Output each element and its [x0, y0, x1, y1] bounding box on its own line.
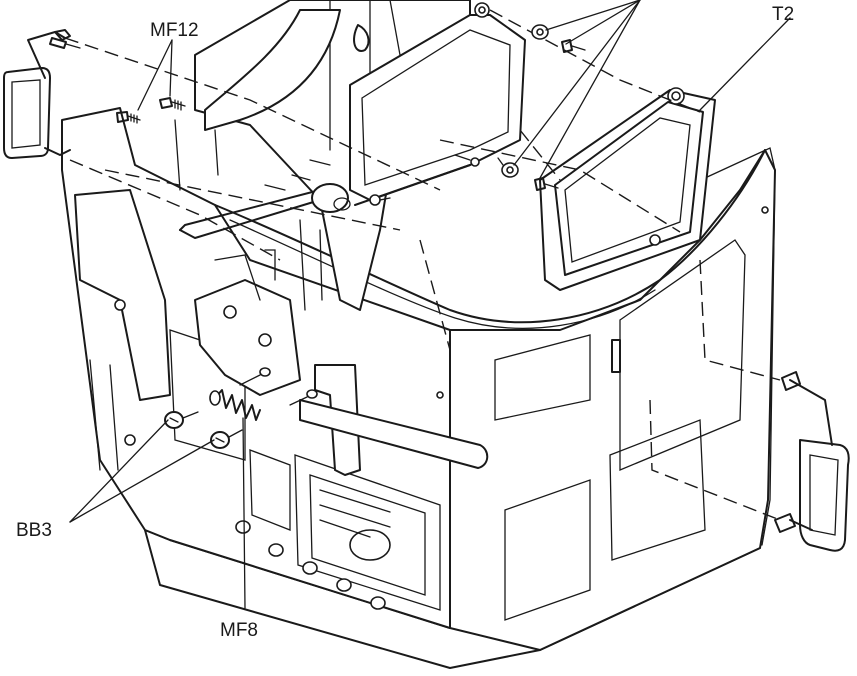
right-mirror-glass	[799, 439, 850, 552]
mf12-screw-2	[159, 97, 186, 111]
cross-bar	[299, 399, 489, 469]
label-mf8: MF8	[220, 620, 258, 641]
lever-assembly	[194, 249, 489, 476]
bb3-screw-2	[210, 429, 243, 449]
bolt-hole	[114, 299, 126, 311]
mf8-spring	[209, 389, 261, 421]
rivet	[436, 391, 444, 399]
part-labels: MF12 T2 BB3 MF8	[16, 4, 794, 641]
rear-window-right	[539, 87, 716, 291]
bolt-hole	[124, 434, 136, 446]
right-mirror	[774, 371, 850, 552]
lever-plate	[194, 279, 301, 396]
mid-nut-2	[534, 177, 559, 191]
panel-round-hole	[349, 529, 391, 561]
lower-panel	[294, 454, 441, 611]
left-mirror-glass	[3, 67, 51, 159]
mf12-screw-1	[116, 111, 141, 124]
top-bolt	[561, 39, 586, 53]
base-hole-row	[235, 520, 386, 610]
mid-nut-1	[501, 162, 519, 178]
leader-lines	[69, 0, 791, 609]
left-upright-bracket	[74, 189, 171, 401]
label-bb3: BB3	[16, 520, 52, 541]
lever-bolt-1	[239, 367, 271, 386]
left-mirror	[3, 29, 71, 159]
top-nut-1	[474, 2, 490, 18]
label-mf12: MF12	[150, 20, 199, 41]
bracket-rod	[179, 164, 471, 239]
bb3-screw-1	[164, 411, 199, 429]
rivet	[761, 206, 769, 214]
lever-bolt-2	[289, 389, 318, 406]
top-nut-2	[531, 24, 549, 40]
fasteners	[49, 2, 586, 449]
screw	[49, 37, 81, 49]
bracket-nut	[369, 194, 391, 206]
label-t2: T2	[772, 4, 794, 25]
